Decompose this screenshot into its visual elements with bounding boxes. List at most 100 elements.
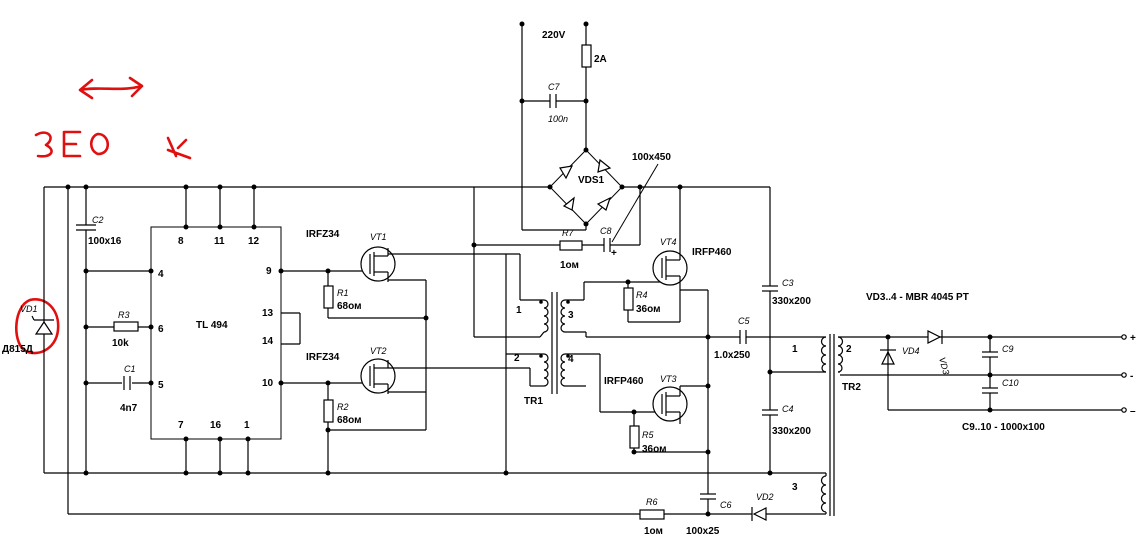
c2-value: 100x16 xyxy=(88,236,122,247)
tr2-w2: 2 xyxy=(846,344,852,355)
vt4-type: IRFP460 xyxy=(692,247,732,258)
vt1-ref: VT1 xyxy=(370,232,387,242)
vt3-mosfet: VT3 IRFP460 R5 36ом xyxy=(604,374,711,455)
c2-ref: C2 xyxy=(92,215,104,225)
vt4-mosfet: VT4 IRFP460 R4 36ом xyxy=(623,184,732,473)
c3-c4-divider: C3 330x200 C4 330x200 xyxy=(762,187,826,476)
vd1-ref: VD1 xyxy=(20,304,38,314)
vt4-ref: VT4 xyxy=(660,237,677,247)
c7-value: 100n xyxy=(548,114,568,124)
c4-ref: C4 xyxy=(782,404,794,414)
diodes-note: VD3..4 - MBR 4045 PT xyxy=(866,292,969,303)
vd2-ref: VD2 xyxy=(756,492,774,502)
c10-ref: C10 xyxy=(1002,378,1019,388)
r3-resistor: R3 10k xyxy=(112,310,139,349)
r3-ref: R3 xyxy=(118,310,130,320)
pin-16: 16 xyxy=(210,420,222,431)
c910-note: C9..10 - 1000x100 xyxy=(962,422,1045,433)
pin-14: 14 xyxy=(262,336,274,347)
mains-label: 220V xyxy=(542,30,566,41)
r5-ref: R5 xyxy=(642,430,654,440)
c1-ref: C1 xyxy=(124,364,136,374)
vd1-highlight-circle xyxy=(14,298,60,355)
c3-value: 330x200 xyxy=(772,296,811,307)
r6-ref: R6 xyxy=(646,497,658,507)
vd3-ref: VD3 xyxy=(937,356,951,376)
c8-plus: + xyxy=(611,248,617,259)
double-arrow-scribble xyxy=(78,76,144,100)
tl494-ic: TL 494 8 11 12 4 6 5 9 13 14 10 7 16 1 xyxy=(83,184,301,476)
c1-capacitor: C1 4n7 xyxy=(120,364,138,414)
c7-ref: C7 xyxy=(548,82,560,92)
tr1-w2: 2 xyxy=(514,353,520,364)
tr1-transformer: 1 2 3 4 TR1 xyxy=(506,254,660,413)
r2-ref: R2 xyxy=(337,402,349,412)
c5-capacitor: C5 1.0x250 xyxy=(586,316,826,361)
vd1-value: Д815Д xyxy=(2,344,33,355)
pin-12: 12 xyxy=(248,236,260,247)
out-mid: - xyxy=(1130,371,1133,382)
c8-value: 100x450 xyxy=(632,152,671,163)
tr2-w1: 1 xyxy=(792,344,798,355)
r7-value: 1ом xyxy=(560,260,579,271)
pin-8: 8 xyxy=(178,236,184,247)
pin-7: 7 xyxy=(178,420,184,431)
vt1-mosfet: VT1 xyxy=(360,232,520,282)
vt2-mosfet: VT2 xyxy=(360,346,530,394)
c3-ref: C3 xyxy=(782,278,794,288)
r7-ref: R7 xyxy=(562,228,574,238)
vds1-bridge: VDS1 100x450 xyxy=(522,147,671,243)
tr2-ref: TR2 xyxy=(842,382,861,393)
c1-value: 4n7 xyxy=(120,403,138,414)
r5-value: 36ом xyxy=(642,444,667,455)
pin-9: 9 xyxy=(266,266,272,277)
mains-input: 220V 2A C7 100n xyxy=(519,21,607,230)
tr1-w4: 4 xyxy=(568,354,574,365)
fuse-value: 2A xyxy=(594,54,607,65)
r4-value: 36ом xyxy=(636,304,661,315)
r4-ref: R4 xyxy=(636,290,648,300)
tr1-w3: 3 xyxy=(568,310,574,321)
c5-ref: C5 xyxy=(738,316,750,326)
pin-10: 10 xyxy=(262,378,274,389)
pin-4: 4 xyxy=(158,269,164,280)
tr2-w3: 3 xyxy=(792,482,798,493)
tr2-transformer: 1 2 3 TR2 xyxy=(760,334,861,516)
c4-value: 330x200 xyxy=(772,426,811,437)
vt2-ref: VT2 xyxy=(370,346,387,356)
scribble-letters xyxy=(34,130,192,160)
c8-ref: C8 xyxy=(600,226,612,236)
out-plus: + xyxy=(1130,333,1136,344)
tr1-ref: TR1 xyxy=(524,396,543,407)
r6-value: 1ом xyxy=(644,526,663,537)
c6-ref: C6 xyxy=(720,500,732,510)
tr1-w1: 1 xyxy=(516,305,522,316)
pin-1: 1 xyxy=(244,420,250,431)
vt3-type: IRFP460 xyxy=(604,376,644,387)
r1-value: 68ом xyxy=(337,301,362,312)
out-minus: – xyxy=(1130,406,1136,417)
vt3-ref: VT3 xyxy=(660,374,677,384)
pin-11: 11 xyxy=(214,236,225,247)
r1-ref: R1 xyxy=(337,288,349,298)
gate-drive: R1 68ом R2 68ом IRFZ34 IRFZ34 xyxy=(281,229,429,476)
c9-ref: C9 xyxy=(1002,344,1014,354)
vds1-ref: VDS1 xyxy=(578,175,605,186)
left-supply: VD1 Д815Д xyxy=(2,184,826,515)
pin-6: 6 xyxy=(158,324,164,335)
r2-value: 68ом xyxy=(337,415,362,426)
c6-value: 100x25 xyxy=(686,526,720,537)
hv-bus: R7 1ом C8 + xyxy=(471,184,770,476)
r3-value: 10k xyxy=(112,338,129,349)
vt2-type: IRFZ34 xyxy=(306,352,340,363)
vd1-zener-diode xyxy=(31,315,54,335)
output-stage: VD3..4 - MBR 4045 PT VD3 VD4 C9 C10 C9..… xyxy=(838,292,1136,433)
c5-value: 1.0x250 xyxy=(714,350,751,361)
vd4-ref: VD4 xyxy=(902,346,920,356)
red-handwritten-annotations xyxy=(14,76,192,355)
pin-5: 5 xyxy=(158,380,164,391)
aux-supply: VD2 C6 100x25 R6 1ом xyxy=(639,473,774,537)
vt1-type: IRFZ34 xyxy=(306,229,340,240)
pin-13: 13 xyxy=(262,308,274,319)
